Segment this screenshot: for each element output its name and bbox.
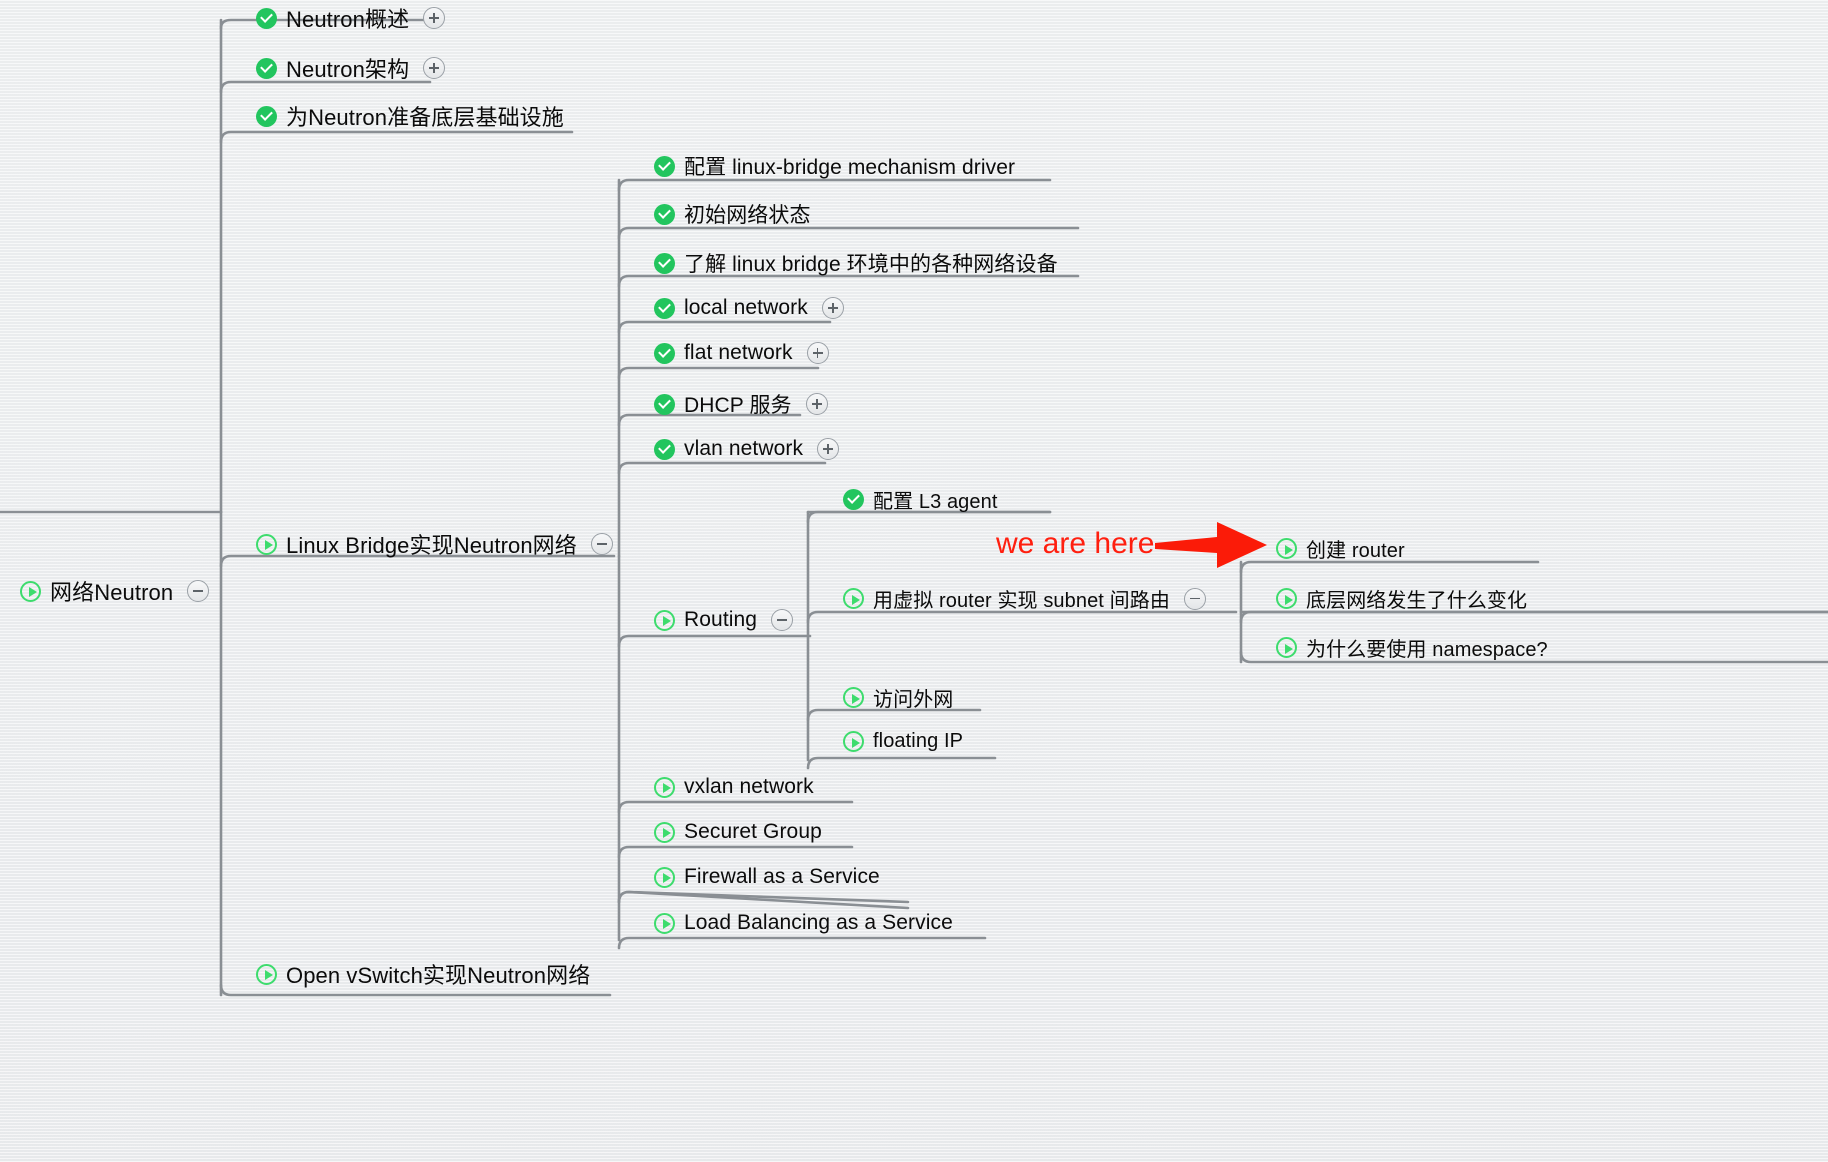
mindmap-node-n-ovs[interactable]: Open vSwitch实现Neutron网络 xyxy=(256,958,590,990)
mindmap-node-n-floatip[interactable]: floating IP xyxy=(843,730,963,753)
collapse-toggle-root[interactable] xyxy=(187,580,210,602)
mindmap-node-n-routing[interactable]: Routing xyxy=(654,608,757,632)
mindmap-node-label: floating IP xyxy=(873,730,964,752)
check-circle-icon xyxy=(654,155,675,177)
check-circle-icon xyxy=(654,252,675,274)
mindmap-node-label: vlan network xyxy=(684,437,804,460)
play-circle-icon xyxy=(256,533,277,555)
mindmap-node-label: 了解 linux bridge 环境中的各种网络设备 xyxy=(684,253,1058,276)
mindmap-node-label: 创建 router xyxy=(1306,540,1405,562)
mindmap-node-label: 为什么要使用 namespace? xyxy=(1306,639,1548,661)
mindmap-node-n-overview[interactable]: Neutron概述 xyxy=(256,2,409,34)
check-circle-icon xyxy=(256,7,277,29)
check-circle-icon xyxy=(654,297,675,319)
check-circle-icon xyxy=(654,342,675,364)
mindmap-node-n-extnet[interactable]: 访问外网 xyxy=(843,683,953,712)
mindmap-node-n-vlan[interactable]: vlan network xyxy=(654,437,803,461)
check-circle-icon xyxy=(654,203,675,225)
play-circle-icon xyxy=(256,963,277,985)
mindmap-node-label: 网络Neutron xyxy=(50,580,174,605)
mindmap-node-label: Firewall as a Service xyxy=(684,865,880,888)
check-circle-icon xyxy=(654,393,675,415)
play-circle-icon xyxy=(843,588,864,609)
check-circle-icon xyxy=(843,489,864,510)
play-circle-icon xyxy=(843,731,864,752)
right-arrow-icon xyxy=(1155,522,1267,568)
check-circle-icon xyxy=(256,57,277,79)
play-circle-icon xyxy=(1276,538,1297,559)
mindmap-node-n-l3agent[interactable]: 配置 L3 agent xyxy=(843,485,998,514)
mindmap-node-n-namespace[interactable]: 为什么要使用 namespace? xyxy=(1276,633,1548,662)
mindmap-node-n-arch[interactable]: Neutron架构 xyxy=(256,52,409,84)
expand-toggle-n-overview[interactable] xyxy=(423,7,446,29)
expand-toggle-n-local[interactable] xyxy=(821,297,844,319)
expand-toggle-n-dhcp[interactable] xyxy=(805,393,828,415)
check-circle-icon xyxy=(654,438,675,460)
play-circle-icon xyxy=(654,609,675,631)
mindmap-node-label: Neutron架构 xyxy=(286,57,410,82)
mindmap-node-n-fwaas[interactable]: Firewall as a Service xyxy=(654,865,880,889)
play-circle-icon xyxy=(1276,637,1297,658)
mindmap-node-n-mech[interactable]: 配置 linux-bridge mechanism driver xyxy=(654,151,1015,181)
mindmap-node-root[interactable]: 网络Neutron xyxy=(20,575,173,607)
mindmap-node-label: 底层网络发生了什么变化 xyxy=(1306,590,1528,612)
mindmap-node-label: Load Balancing as a Service xyxy=(684,911,953,934)
play-circle-icon xyxy=(654,866,675,888)
collapse-toggle-n-lb[interactable] xyxy=(590,533,613,555)
mindmap-node-n-local[interactable]: local network xyxy=(654,296,808,320)
expand-toggle-n-arch[interactable] xyxy=(423,57,446,79)
play-circle-icon xyxy=(654,912,675,934)
play-circle-icon xyxy=(843,687,864,708)
mindmap-node-label: vxlan network xyxy=(684,775,814,798)
mindmap-node-label: 访问外网 xyxy=(873,689,954,711)
we-are-here-annotation: we are here xyxy=(996,527,1154,561)
mindmap-node-label: Securet Group xyxy=(684,820,822,843)
mindmap-node-n-flat[interactable]: flat network xyxy=(654,341,793,365)
mindmap-node-n-secgrp[interactable]: Securet Group xyxy=(654,820,822,844)
collapse-toggle-n-routing[interactable] xyxy=(771,609,794,631)
mindmap-node-label: Routing xyxy=(684,608,758,631)
we-are-here-label: we are here xyxy=(996,527,1155,560)
mindmap-node-label: 配置 L3 agent xyxy=(873,491,998,513)
mindmap-node-label: Neutron概述 xyxy=(286,7,410,32)
mindmap-node-label: Linux Bridge实现Neutron网络 xyxy=(286,533,577,558)
mindmap-node-label: 用虚拟 router 实现 subnet 间路由 xyxy=(873,590,1170,612)
expand-toggle-n-flat[interactable] xyxy=(806,342,829,364)
mindmap-node-label: flat network xyxy=(684,341,793,364)
mindmap-node-label: 为Neutron准备底层基础设施 xyxy=(286,105,564,130)
mindmap-node-n-subnetrt[interactable]: 用虚拟 router 实现 subnet 间路由 xyxy=(843,584,1170,613)
mindmap-node-n-vxlan[interactable]: vxlan network xyxy=(654,775,814,799)
mindmap-node-n-lb[interactable]: Linux Bridge实现Neutron网络 xyxy=(256,528,577,560)
collapse-toggle-n-subnetrt[interactable] xyxy=(1183,587,1206,610)
mindmap-node-n-underlay[interactable]: 底层网络发生了什么变化 xyxy=(1276,584,1527,613)
mindmap-node-n-devices[interactable]: 了解 linux bridge 环境中的各种网络设备 xyxy=(654,248,1058,278)
play-circle-icon xyxy=(1276,588,1297,609)
mindmap-node-label: 配置 linux-bridge mechanism driver xyxy=(684,156,1016,179)
mindmap-node-label: local network xyxy=(684,296,808,319)
mindmap-node-n-initnet[interactable]: 初始网络状态 xyxy=(654,199,811,229)
mindmap-node-label: DHCP 服务 xyxy=(684,394,792,417)
check-circle-icon xyxy=(256,105,277,127)
mindmap-node-n-infra[interactable]: 为Neutron准备底层基础设施 xyxy=(256,100,564,132)
play-circle-icon xyxy=(654,776,675,798)
mindmap-node-label: Open vSwitch实现Neutron网络 xyxy=(286,963,591,988)
mindmap-node-label: 初始网络状态 xyxy=(684,204,811,227)
mindmap-node-n-lbaas[interactable]: Load Balancing as a Service xyxy=(654,911,953,935)
play-circle-icon xyxy=(20,580,41,602)
mindmap-node-n-dhcp[interactable]: DHCP 服务 xyxy=(654,389,792,419)
mindmap-node-n-creatert[interactable]: 创建 router xyxy=(1276,534,1405,563)
play-circle-icon xyxy=(654,821,675,843)
expand-toggle-n-vlan[interactable] xyxy=(817,438,840,460)
